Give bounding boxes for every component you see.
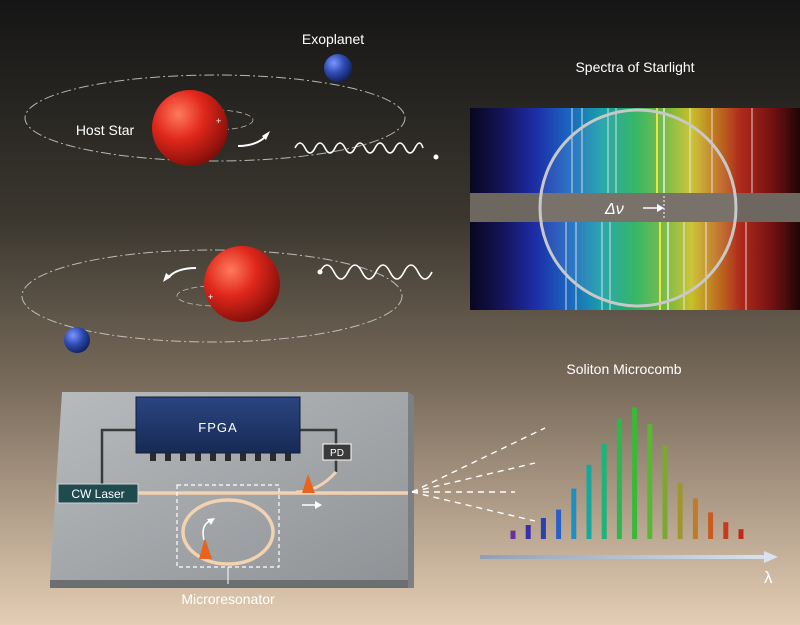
host-star-bottom bbox=[204, 246, 280, 322]
starlight-wave-top bbox=[294, 142, 424, 154]
chip-side bbox=[50, 580, 408, 588]
comb-line bbox=[708, 512, 714, 539]
orbit-system-top: + bbox=[24, 54, 439, 166]
comb-line bbox=[723, 522, 729, 539]
host-star-top bbox=[152, 90, 228, 166]
wavelength-axis bbox=[480, 555, 765, 559]
wave-end-dot-top bbox=[433, 154, 439, 160]
wave-start-dot-bottom bbox=[317, 269, 323, 275]
orbit-system-bottom: + bbox=[21, 246, 433, 353]
exoplanet-label: Exoplanet bbox=[302, 31, 364, 47]
microresonator-ring bbox=[181, 498, 275, 566]
comb-line bbox=[525, 525, 531, 539]
comb-line bbox=[738, 529, 744, 539]
fpga-pins bbox=[150, 453, 291, 461]
spectra-title: Spectra of Starlight bbox=[575, 59, 694, 75]
comb-line bbox=[510, 530, 516, 539]
comb-line bbox=[616, 418, 622, 539]
spectrum-bottom bbox=[470, 222, 800, 310]
emission-lines bbox=[411, 427, 546, 522]
comb-line bbox=[677, 483, 683, 539]
pd-box bbox=[322, 443, 352, 461]
lambda-label: λ bbox=[764, 568, 773, 587]
comb-line bbox=[556, 509, 562, 539]
outer-orbit-top bbox=[24, 74, 406, 162]
starlight-wave-bottom bbox=[319, 264, 433, 280]
magnifier-glass bbox=[540, 110, 736, 306]
barycenter-mark-bottom: + bbox=[208, 292, 213, 302]
absorption-lines-top bbox=[571, 108, 753, 193]
motion-arrowhead-top bbox=[262, 131, 270, 140]
comb-line bbox=[571, 488, 577, 539]
spectra-panel bbox=[470, 108, 800, 310]
comb-line bbox=[647, 424, 653, 539]
cw-laser-label: CW Laser bbox=[71, 487, 124, 501]
soliton-title: Soliton Microcomb bbox=[566, 361, 681, 377]
soliton-pulse-bus bbox=[302, 474, 315, 493]
outer-orbit-bottom bbox=[21, 249, 403, 343]
drop-waveguide bbox=[295, 470, 338, 494]
absorption-lines-bottom bbox=[565, 222, 747, 310]
wavelength-axis-arrowhead bbox=[764, 551, 778, 563]
circulation-arrowhead bbox=[207, 518, 215, 525]
photonic-chip bbox=[50, 392, 414, 588]
motion-arrowhead-bottom bbox=[163, 273, 171, 282]
exoplanet-bottom bbox=[64, 327, 90, 353]
cw-laser-box bbox=[57, 483, 139, 504]
comb-line bbox=[601, 443, 607, 539]
shift-arrowhead bbox=[657, 204, 664, 212]
comb-line bbox=[662, 445, 668, 539]
microresonator-label: Microresonator bbox=[181, 591, 275, 607]
fpga-label: FPGA bbox=[198, 420, 237, 435]
fpga-chip bbox=[135, 396, 301, 454]
pd-label: PD bbox=[330, 448, 344, 459]
host-star-label: Host Star bbox=[76, 122, 135, 138]
spectrum-top bbox=[470, 108, 800, 193]
comb-line bbox=[540, 518, 546, 539]
soliton-pulse-ring bbox=[199, 538, 212, 559]
chip-edge bbox=[408, 392, 414, 588]
propagation-arrowhead bbox=[315, 501, 322, 509]
magnifier-ring bbox=[538, 108, 738, 308]
delta-nu-label: Δν bbox=[604, 201, 624, 218]
comb-spectrum bbox=[510, 407, 744, 539]
comb-line bbox=[586, 464, 592, 539]
barycenter-mark-top: + bbox=[216, 116, 221, 126]
comb-line bbox=[632, 407, 638, 539]
spectrum-gap bbox=[470, 193, 800, 222]
comb-line bbox=[692, 498, 698, 539]
exoplanet-top bbox=[324, 54, 352, 82]
